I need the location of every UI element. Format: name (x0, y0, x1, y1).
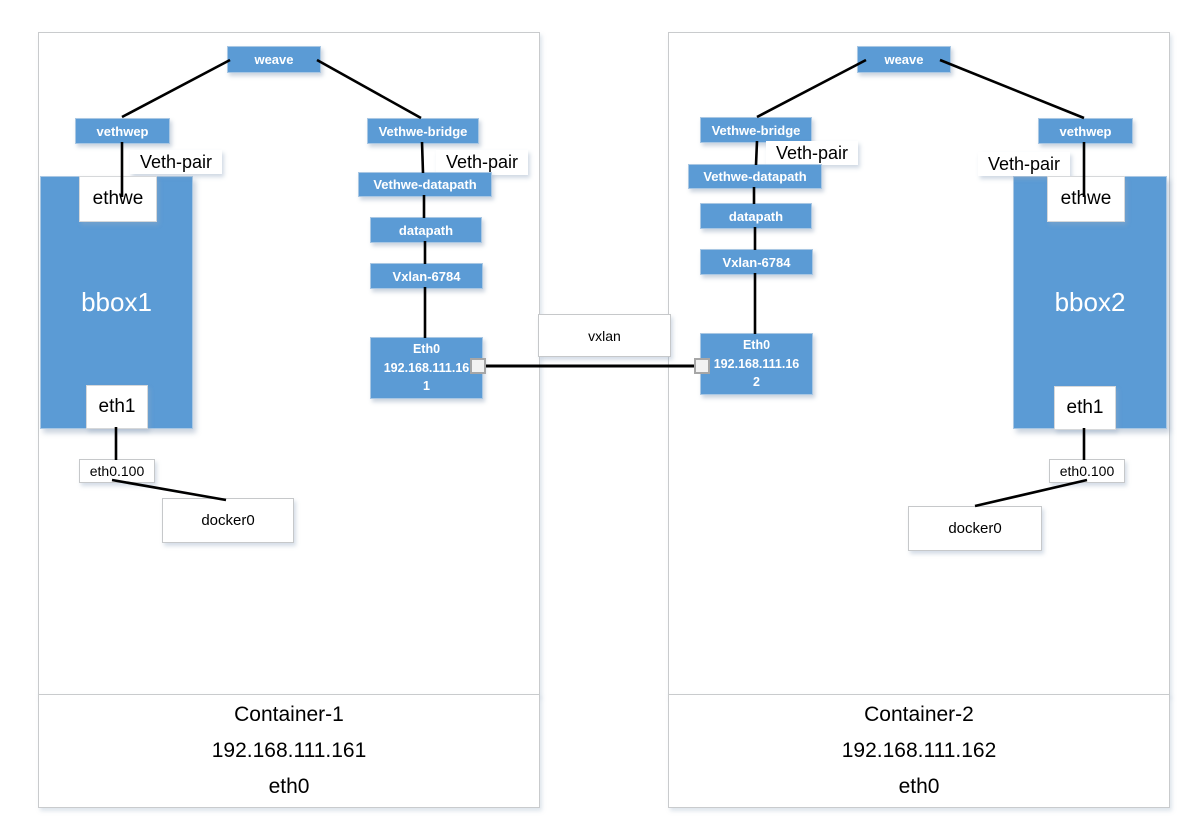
c1-eth1-label: eth1 (86, 385, 148, 429)
c1-eth0-node: Eth0 192.168.111.16 1 (370, 337, 483, 399)
c2-vxlan-6784-node: Vxlan-6784 (700, 249, 813, 275)
c1-docker0-label: docker0 (162, 498, 294, 543)
container-1-ip: 192.168.111.161 (211, 738, 367, 762)
c1-veth-pair-label-left: Veth-pair (130, 150, 222, 174)
container-2-iface: eth0 (898, 775, 940, 799)
c2-veth-pair-label-left: Veth-pair (766, 141, 858, 165)
c2-veth-pair-label-right: Veth-pair (978, 152, 1070, 176)
c2-weave-node: weave (857, 46, 951, 73)
container-1-footer: Container-1 192.168.111.161 eth0 (38, 694, 540, 808)
c1-vethwep-node: vethwep (75, 118, 170, 144)
container-2-footer: Container-2 192.168.111.162 eth0 (668, 694, 1170, 808)
container-2-name: Container-2 (864, 702, 974, 726)
container-1-name: Container-1 (234, 702, 344, 726)
c1-vethwe-bridge-node: Vethwe-bridge (367, 118, 479, 144)
container-1-iface: eth0 (268, 775, 310, 799)
c2-eth0-100-label: eth0.100 (1049, 459, 1125, 483)
c2-vethwe-datapath-node: Vethwe-datapath (688, 164, 822, 189)
c1-weave-node: weave (227, 46, 321, 73)
c2-eth0-node: Eth0 192.168.111.16 2 (700, 333, 813, 395)
c1-ethwe-label: ethwe (79, 176, 157, 222)
c1-vxlan-6784-node: Vxlan-6784 (370, 263, 483, 289)
c1-veth-pair-label-right: Veth-pair (436, 150, 528, 175)
c1-vethwe-datapath-node: Vethwe-datapath (358, 172, 492, 197)
c2-ethwe-label: ethwe (1047, 176, 1125, 222)
c1-eth0-100-label: eth0.100 (79, 459, 155, 483)
vxlan-tunnel-label: vxlan (538, 314, 671, 357)
c2-datapath-node: datapath (700, 203, 812, 229)
container-2-ip: 192.168.111.162 (841, 738, 997, 762)
c2-eth1-label: eth1 (1054, 386, 1116, 430)
c2-vethwep-node: vethwep (1038, 118, 1133, 144)
c2-docker0-label: docker0 (908, 506, 1042, 551)
c1-datapath-node: datapath (370, 217, 482, 243)
c2-vethwe-bridge-node: Vethwe-bridge (700, 117, 812, 143)
